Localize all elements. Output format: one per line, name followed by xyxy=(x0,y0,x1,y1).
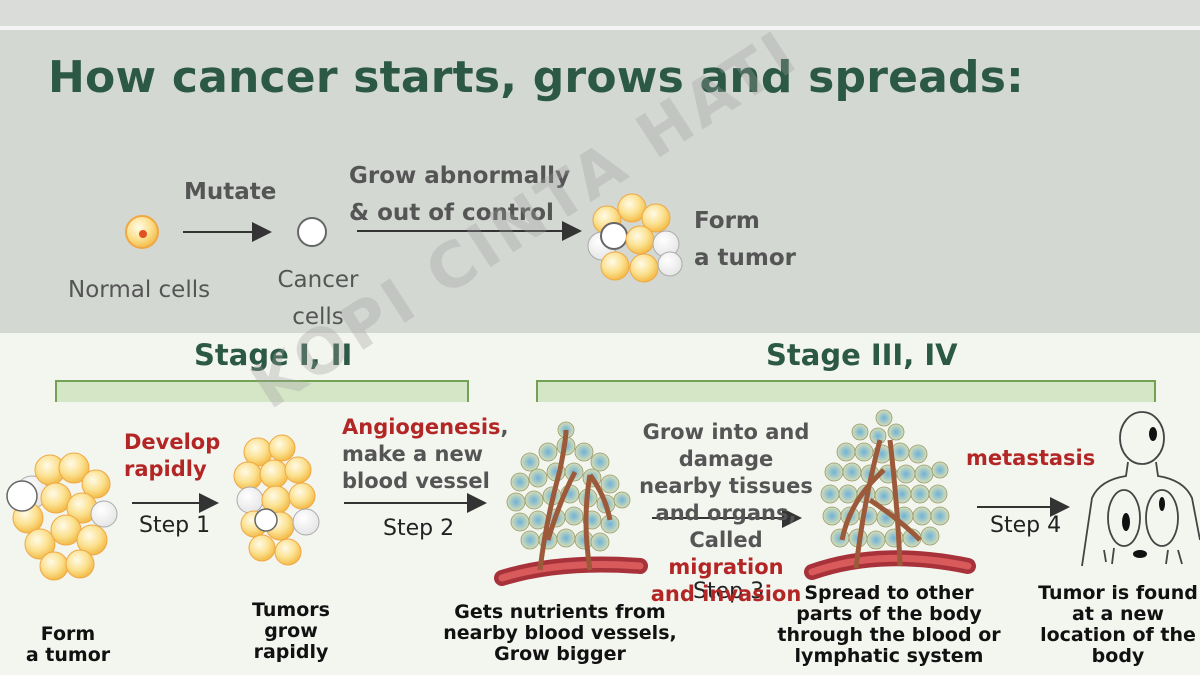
spread-caption: Spread to other parts of the body throug… xyxy=(776,583,1002,667)
angiogenesis-annotation: Angiogenesis, make a new blood vessel xyxy=(342,414,509,495)
found-caption-4: body xyxy=(1091,645,1145,667)
small-tumor-icon xyxy=(587,193,683,283)
form-tumor-label: Form a tumor xyxy=(694,203,796,277)
metastasis-spot-icons xyxy=(1122,427,1165,558)
mutate-label: Mutate xyxy=(184,179,277,205)
grow-line-1: Grow abnormally xyxy=(349,163,571,189)
nutrients-caption-2: nearby blood vessels, xyxy=(443,622,677,644)
angio-line-2: make a new xyxy=(342,442,484,466)
found-caption-3: location of the xyxy=(1040,624,1196,646)
angio-comma: , xyxy=(500,415,509,439)
body-outline-icon xyxy=(1081,411,1200,567)
cancer-cells-label: Cancer cells xyxy=(272,262,364,336)
grow-into-line-4: and organs, xyxy=(655,501,797,525)
grow-line-2: & out of control xyxy=(349,200,554,226)
normal-cell-icon xyxy=(125,215,159,249)
tumors-caption-1: Tumors xyxy=(252,599,330,621)
step-2-label: Step 2 xyxy=(383,516,455,541)
cancer-cells-line-2: cells xyxy=(292,304,344,330)
cancer-cell-icon xyxy=(297,217,327,247)
develop-line-1: Develop xyxy=(124,430,221,454)
spread-caption-3: through the blood or xyxy=(777,624,1001,646)
grow-into-line-1: Grow into and xyxy=(642,420,810,444)
stage-1-2-label: Stage I, II xyxy=(194,338,353,372)
tumor-found-caption: Tumor is found at a new location of the … xyxy=(1036,583,1200,667)
found-caption-1: Tumor is found xyxy=(1038,582,1198,604)
form-tumor-caption-1: Form xyxy=(40,623,96,645)
tumors-caption-2: grow xyxy=(264,620,318,642)
angio-line-1: Angiogenesis, xyxy=(342,414,509,441)
invasive-tumor-icon xyxy=(804,409,976,580)
grow-into-line-3: nearby tissues xyxy=(639,474,813,498)
stage-3-4-label: Stage III, IV xyxy=(766,338,958,372)
stage-1-2-bracket xyxy=(55,380,469,402)
form-line-2: a tumor xyxy=(694,245,797,271)
grow-into-line-2: damage xyxy=(678,447,774,471)
spread-caption-1: Spread to other xyxy=(804,582,974,604)
angiogenesis-term: Angiogenesis xyxy=(342,415,501,439)
top-strip xyxy=(0,0,1200,26)
metastasis-annotation: metastasis xyxy=(966,446,1096,470)
form-line-1: Form xyxy=(694,208,760,234)
migration-term: migration xyxy=(668,555,784,579)
step-3-label: Step 3 xyxy=(693,579,765,604)
grow-into-annotation: Grow into and damage nearby tissues and … xyxy=(630,419,822,608)
form-tumor-caption: Form a tumor xyxy=(20,624,116,666)
develop-line-2: rapidly xyxy=(124,457,207,481)
develop-rapidly-annotation: Develop rapidly xyxy=(124,429,220,483)
page-title: How cancer starts, grows and spreads: xyxy=(48,52,1024,103)
upper-panel xyxy=(0,30,1200,333)
stage-3-4-bracket xyxy=(536,380,1156,402)
spread-caption-4: lymphatic system xyxy=(794,645,984,667)
called-word: Called xyxy=(689,528,763,552)
called-line: Called migration xyxy=(630,527,822,581)
step-1-label: Step 1 xyxy=(139,513,211,538)
grow-abnormally-label: Grow abnormally & out of control xyxy=(349,158,570,232)
cancer-cells-line-1: Cancer xyxy=(277,267,359,293)
growing-tumor-icon xyxy=(233,434,320,566)
step-4-label: Step 4 xyxy=(990,513,1062,538)
form-tumor-caption-2: a tumor xyxy=(25,644,111,666)
tumors-caption-3: rapidly xyxy=(253,641,329,663)
angio-line-3: blood vessel xyxy=(342,469,490,493)
found-caption-2: at a new xyxy=(1072,603,1164,625)
spread-caption-2: parts of the body xyxy=(796,603,982,625)
normal-cells-label: Normal cells xyxy=(68,277,211,303)
vascular-tumor-icon xyxy=(494,421,648,586)
nutrients-caption: Gets nutrients from nearby blood vessels… xyxy=(440,602,680,665)
nutrients-caption-1: Gets nutrients from xyxy=(454,601,666,623)
invasion-term: and invasion xyxy=(650,582,802,606)
top-divider xyxy=(0,26,1200,30)
tumors-grow-caption: Tumors grow rapidly xyxy=(236,600,346,663)
nutrients-caption-3: Grow bigger xyxy=(494,643,626,665)
tumor-cluster-icon xyxy=(6,452,118,581)
